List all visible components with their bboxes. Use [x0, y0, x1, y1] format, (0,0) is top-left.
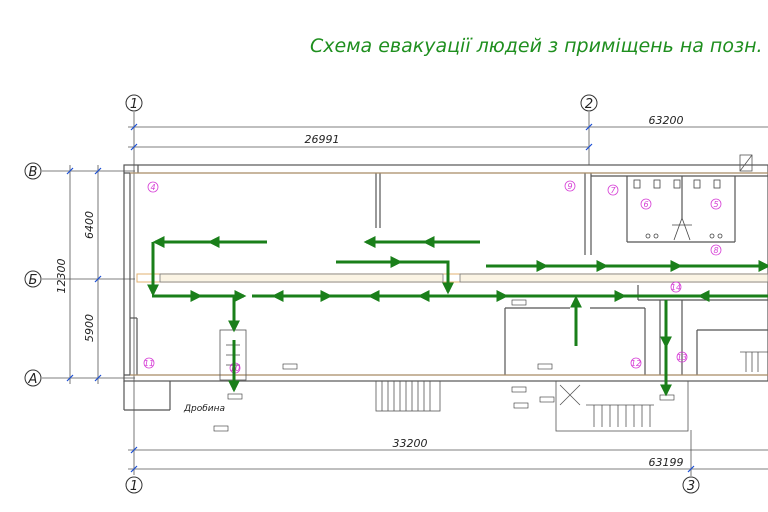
dim-bottom-segment: 33200	[393, 437, 428, 450]
room-number: 4	[150, 183, 155, 192]
room-number: 14	[671, 283, 681, 292]
room-number: 6	[643, 200, 648, 209]
axis-2-top: 2	[585, 97, 593, 112]
corridor	[130, 172, 768, 376]
axis-1-top: 1	[130, 97, 138, 112]
axis-b: Б	[29, 273, 38, 288]
sanitary-fixtures	[633, 179, 723, 241]
room-number: 7	[610, 186, 616, 195]
plan-title: Схема евакуації людей з приміщень на поз…	[310, 35, 768, 57]
room-number: 11	[144, 359, 154, 368]
level-tags	[213, 299, 675, 432]
dim-top-segment: 26991	[305, 133, 340, 146]
axis-3-bottom: 3	[687, 479, 695, 494]
axis-a: А	[28, 372, 38, 387]
room-number: 5	[713, 200, 718, 209]
dim-left-upper: 6400	[83, 211, 96, 239]
dimension-ticks	[66, 123, 695, 473]
room-number: 8	[713, 246, 718, 255]
staircases	[219, 154, 768, 432]
room-number: 9	[567, 182, 572, 191]
evacuation-routes	[147, 236, 768, 397]
axis-v: В	[29, 165, 38, 180]
room-numbers: 4 7 8 5 6 9 10 11 12 13 14	[143, 180, 722, 374]
dim-bottom-total: 63199	[649, 456, 684, 469]
dimension-lines	[42, 112, 768, 476]
dim-left-lower: 5900	[83, 314, 96, 342]
dim-left-total: 12300	[55, 259, 68, 294]
axis-markers: 1 2 1 3 В Б А	[24, 94, 700, 494]
fraction-note: Дробина	[183, 404, 225, 414]
room-number: 13	[677, 353, 687, 362]
dim-top-total: 63200	[649, 114, 684, 127]
axis-1-bottom: 1	[130, 479, 138, 494]
room-number: 12	[631, 359, 641, 368]
